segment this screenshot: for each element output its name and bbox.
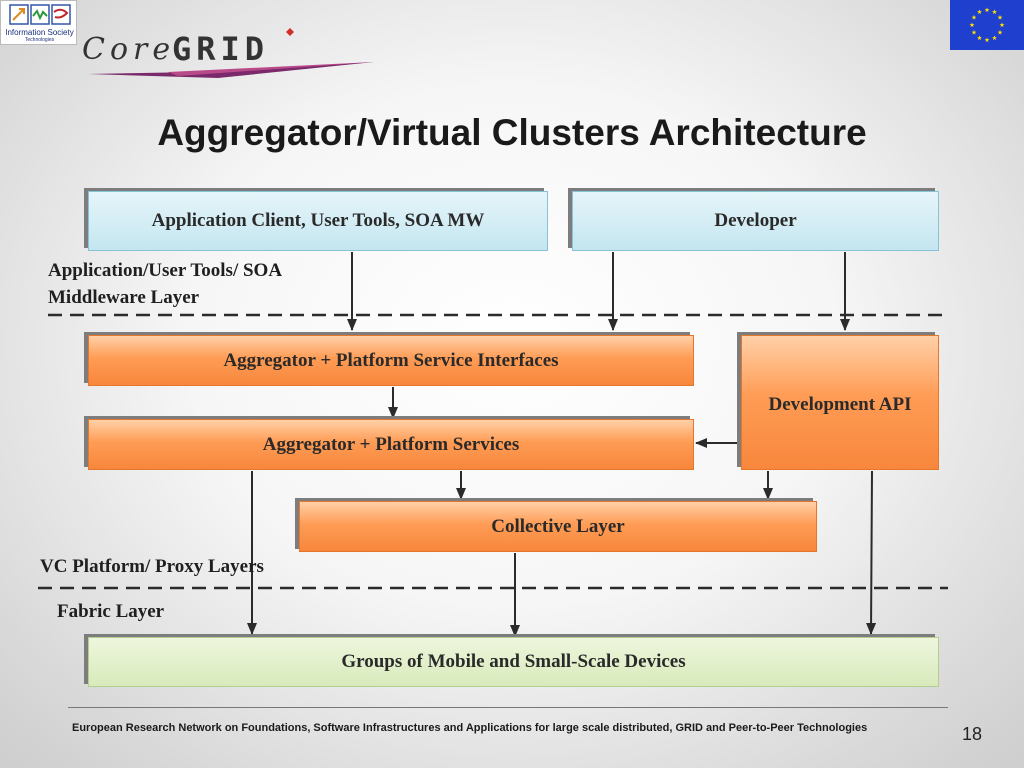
ist-logo-text: Information Society xyxy=(5,28,74,37)
coregrid-logo: Core GRID xyxy=(78,22,378,78)
vc-layer-label: VC Platform/ Proxy Layers xyxy=(40,556,264,577)
coregrid-grid-text: GRID xyxy=(172,30,270,68)
coregrid-core-text: Core xyxy=(82,32,176,67)
footer-divider xyxy=(68,707,948,708)
eu-star-icon xyxy=(977,9,982,15)
eu-star-icon xyxy=(984,7,990,13)
eu-star-icon xyxy=(999,22,1005,28)
arrow-api-to-devices xyxy=(866,470,877,635)
eu-star-icon xyxy=(984,37,990,43)
eu-star-icon xyxy=(992,35,997,41)
app-layer-label: Application/User Tools/ SOA Middleware L… xyxy=(48,257,282,311)
devices-box: Groups of Mobile and Small-Scale Devices xyxy=(88,637,939,687)
development-api-box: Development API xyxy=(741,335,939,470)
app-client-box: Application Client, User Tools, SOA MW xyxy=(88,191,548,251)
ist-logo: Information Society Technologies xyxy=(0,0,77,45)
eu-star-icon xyxy=(997,14,1003,20)
fabric-layer-label: Fabric Layer xyxy=(57,601,165,622)
developer-box: Developer xyxy=(572,191,939,251)
page-number: 18 xyxy=(962,724,983,744)
ist-logo-subtext: Technologies xyxy=(24,37,55,43)
coregrid-swoosh-icon xyxy=(88,28,374,78)
eu-star-icon xyxy=(969,22,975,28)
platform-services-box: Aggregator + Platform Services xyxy=(88,419,694,470)
eu-flag xyxy=(950,0,1024,50)
eu-star-icon xyxy=(977,35,982,41)
footer-text: European Research Network on Foundations… xyxy=(72,722,868,734)
collective-layer-box: Collective Layer xyxy=(299,501,817,552)
app-layer-label-line1: Application/User Tools/ SOA xyxy=(48,260,283,281)
slide-title: Aggregator/Virtual Clusters Architecture xyxy=(157,112,867,153)
development-api-label: Development API xyxy=(768,394,912,415)
platform-interfaces-box: Aggregator + Platform Service Interfaces xyxy=(88,335,694,386)
ist-logo-graphic-icon xyxy=(9,4,71,25)
app-layer-label-line2: Middleware Layer xyxy=(48,287,200,308)
eu-star-icon xyxy=(971,14,977,20)
eu-stars-icon xyxy=(969,7,1005,43)
eu-star-icon xyxy=(971,29,977,35)
eu-star-icon xyxy=(997,29,1003,35)
eu-star-icon xyxy=(992,9,997,15)
